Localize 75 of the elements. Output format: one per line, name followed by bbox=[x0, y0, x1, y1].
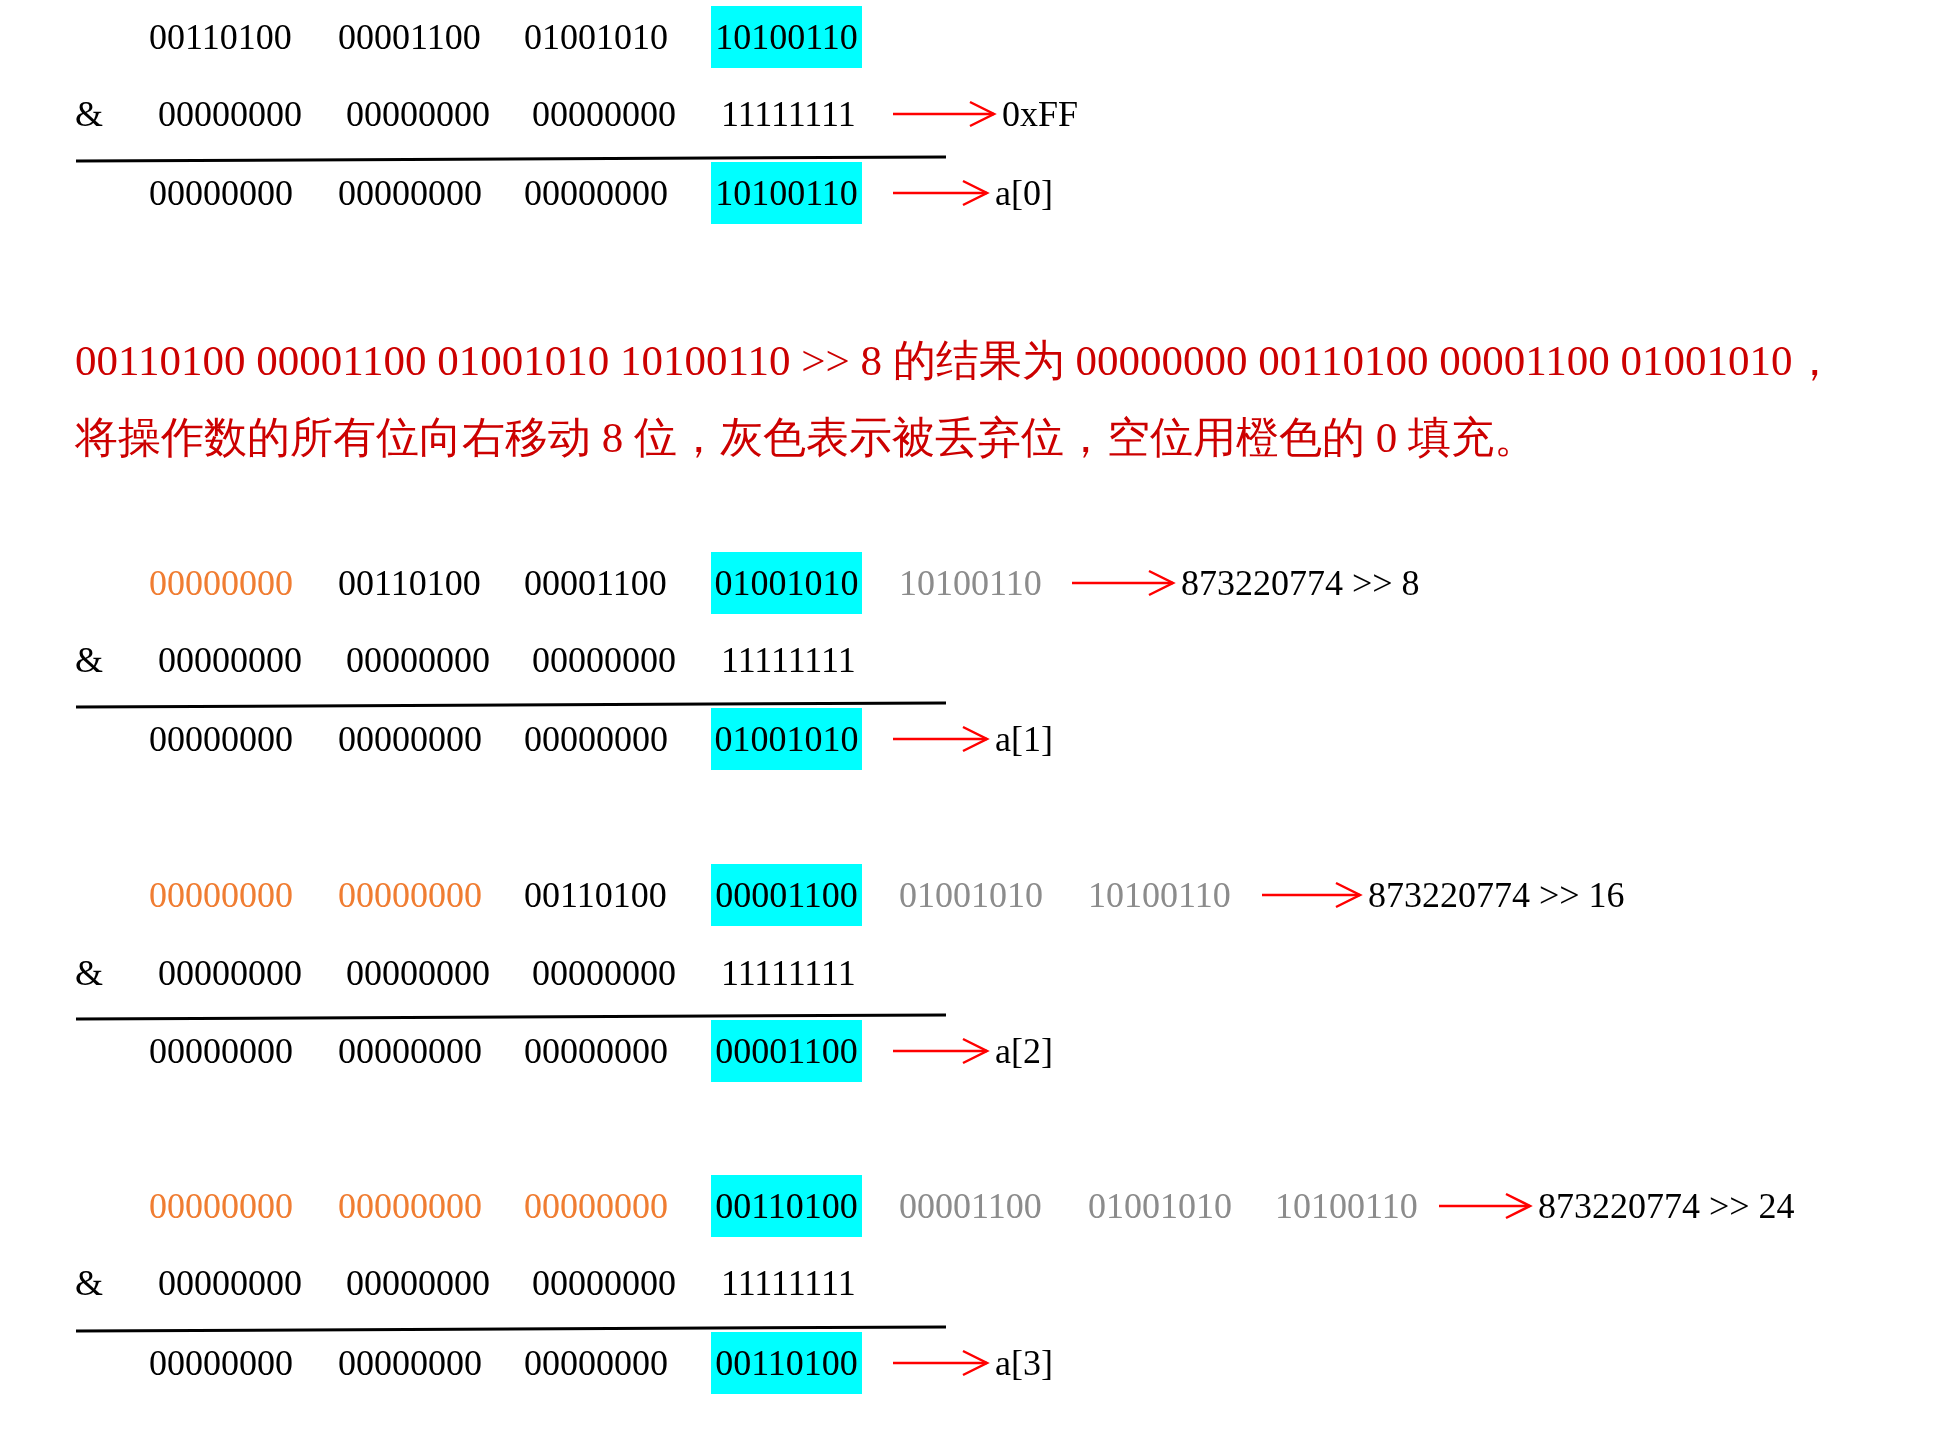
binary-byte: 00000000 bbox=[158, 640, 302, 680]
binary-byte: 10100110 bbox=[1275, 1186, 1418, 1226]
binary-byte: 11111111 bbox=[721, 953, 856, 993]
and-operator: & bbox=[75, 94, 103, 134]
binary-byte: 11111111 bbox=[721, 94, 856, 134]
binary-byte: 00000000 bbox=[149, 1186, 293, 1226]
value-label: a[1] bbox=[995, 719, 1053, 759]
binary-byte: 00000000 bbox=[149, 1343, 293, 1383]
arrow bbox=[893, 100, 996, 128]
binary-byte: 00000000 bbox=[338, 875, 482, 915]
arrow bbox=[1439, 1192, 1532, 1220]
binary-byte: 00000000 bbox=[532, 640, 676, 680]
binary-byte: 00001100 bbox=[524, 563, 667, 603]
highlighted-byte: 00110100 bbox=[711, 1175, 862, 1237]
binary-byte: 10100110 bbox=[1088, 875, 1231, 915]
value-label: a[0] bbox=[995, 173, 1053, 213]
binary-byte: 00000000 bbox=[149, 173, 293, 213]
binary-byte: 00000000 bbox=[524, 719, 668, 759]
value-label: 873220774 >> 16 bbox=[1368, 875, 1625, 915]
arrow bbox=[893, 725, 989, 753]
highlighted-byte: 01001010 bbox=[711, 552, 862, 614]
highlighted-byte: 00110100 bbox=[711, 1332, 862, 1394]
and-operator: & bbox=[75, 640, 103, 680]
binary-byte: 00000000 bbox=[158, 1263, 302, 1303]
binary-byte: 00000000 bbox=[524, 1343, 668, 1383]
arrow bbox=[893, 179, 989, 207]
binary-byte: 00000000 bbox=[158, 953, 302, 993]
binary-byte: 01001010 bbox=[899, 875, 1043, 915]
binary-byte: 00000000 bbox=[346, 640, 490, 680]
binary-byte: 00000000 bbox=[149, 719, 293, 759]
arrow bbox=[893, 1349, 989, 1377]
binary-byte: 00001100 bbox=[899, 1186, 1042, 1226]
binary-byte: 00000000 bbox=[338, 1031, 482, 1071]
binary-byte: 00000000 bbox=[158, 94, 302, 134]
highlighted-byte: 10100110 bbox=[711, 162, 862, 224]
binary-byte: 01001010 bbox=[524, 17, 668, 57]
highlighted-byte: 00001100 bbox=[711, 864, 862, 926]
and-operator: & bbox=[75, 953, 103, 993]
and-operator: & bbox=[75, 1263, 103, 1303]
highlighted-byte: 01001010 bbox=[711, 708, 862, 770]
binary-byte: 10100110 bbox=[899, 563, 1042, 603]
binary-byte: 11111111 bbox=[721, 1263, 856, 1303]
binary-byte: 00000000 bbox=[149, 875, 293, 915]
arrow bbox=[1262, 881, 1362, 909]
highlighted-byte: 00001100 bbox=[711, 1020, 862, 1082]
binary-byte: 00000000 bbox=[524, 1186, 668, 1226]
binary-byte: 00110100 bbox=[149, 17, 292, 57]
binary-byte: 00000000 bbox=[149, 563, 293, 603]
binary-byte: 00000000 bbox=[346, 1263, 490, 1303]
arrow bbox=[893, 1037, 989, 1065]
binary-byte: 00000000 bbox=[524, 173, 668, 213]
value-label: 0xFF bbox=[1002, 94, 1079, 134]
binary-byte: 00000000 bbox=[532, 953, 676, 993]
binary-byte: 00000000 bbox=[338, 719, 482, 759]
binary-byte: 00000000 bbox=[338, 1343, 482, 1383]
binary-byte: 00000000 bbox=[346, 94, 490, 134]
highlighted-byte: 10100110 bbox=[711, 6, 862, 68]
binary-byte: 00110100 bbox=[338, 563, 481, 603]
binary-byte: 00000000 bbox=[532, 1263, 676, 1303]
arrow bbox=[1072, 569, 1175, 597]
binary-byte: 00110100 bbox=[524, 875, 667, 915]
value-label: a[3] bbox=[995, 1343, 1053, 1383]
binary-byte: 11111111 bbox=[721, 640, 856, 680]
binary-byte: 00000000 bbox=[149, 1031, 293, 1071]
binary-byte: 00000000 bbox=[338, 1186, 482, 1226]
explanation-text: 00110100 00001100 01001010 10100110 >> 8 的结果为 00000000 00110100 00001100 01001010，将操作数的所有位向右移动 8 位，灰色表示被丢弃位，空位用橙色的 0 填充。 bbox=[75, 336, 1837, 463]
value-label: 873220774 >> 8 bbox=[1181, 563, 1420, 603]
binary-byte: 00000000 bbox=[524, 1031, 668, 1071]
binary-byte: 00000000 bbox=[532, 94, 676, 134]
value-label: 873220774 >> 24 bbox=[1538, 1186, 1795, 1226]
binary-byte: 00000000 bbox=[346, 953, 490, 993]
binary-byte: 01001010 bbox=[1088, 1186, 1232, 1226]
value-label: a[2] bbox=[995, 1031, 1053, 1071]
binary-byte: 00001100 bbox=[338, 17, 481, 57]
binary-byte: 00000000 bbox=[338, 173, 482, 213]
